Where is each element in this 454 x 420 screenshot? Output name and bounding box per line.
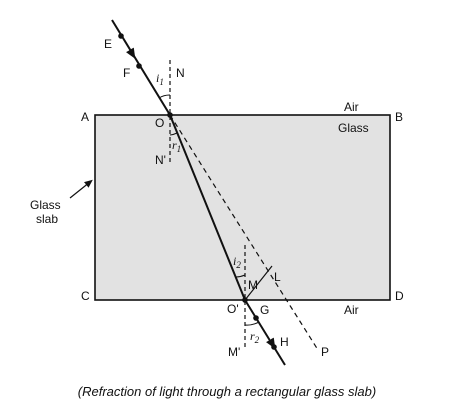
label-m-prime: M' <box>228 345 240 359</box>
label-o: O <box>155 116 164 130</box>
label-r2: r2 <box>250 329 260 345</box>
point-f <box>136 63 142 69</box>
slab-label-line1: Glass <box>30 198 61 212</box>
perpendicular-ml <box>244 265 273 301</box>
corner-a: A <box>81 110 89 124</box>
medium-air-top: Air <box>344 100 359 114</box>
label-h: H <box>280 335 289 349</box>
glass-slab <box>94 114 391 301</box>
label-p: P <box>321 345 329 359</box>
corner-c: C <box>81 289 90 303</box>
extended-incident-ray <box>169 114 319 351</box>
label-n: N <box>176 66 185 80</box>
label-r1: r1 <box>172 138 181 154</box>
label-o-prime: O' <box>227 302 239 316</box>
medium-air-bottom: Air <box>344 303 359 317</box>
angle-arc-r1 <box>169 132 178 136</box>
label-l: L <box>274 270 281 284</box>
point-o-prime <box>242 297 248 303</box>
slab-label-line2: slab <box>36 212 58 226</box>
label-e: E <box>104 37 112 51</box>
label-m: M <box>248 278 258 292</box>
label-g: G <box>260 303 269 317</box>
point-h <box>271 344 277 350</box>
label-i2: i2 <box>233 254 241 270</box>
point-e <box>118 33 124 39</box>
slab-pointer-arrow <box>69 179 93 199</box>
figure-caption: (Refraction of light through a rectangul… <box>78 384 376 399</box>
point-o <box>167 112 173 118</box>
medium-glass: Glass <box>338 121 369 135</box>
label-i1: i1 <box>156 71 164 87</box>
corner-d: D <box>395 289 404 303</box>
angle-arc-i2 <box>235 274 246 278</box>
emergent-ray <box>244 299 286 366</box>
label-f: F <box>123 66 130 80</box>
angle-arc-r2 <box>244 321 260 326</box>
label-n-prime: N' <box>155 153 166 167</box>
corner-b: B <box>395 110 403 124</box>
emergent-arrow <box>266 337 276 349</box>
angle-arc-i1 <box>158 94 171 99</box>
incident-arrow <box>126 47 136 59</box>
point-g <box>253 315 259 321</box>
refracted-ray <box>169 114 246 301</box>
